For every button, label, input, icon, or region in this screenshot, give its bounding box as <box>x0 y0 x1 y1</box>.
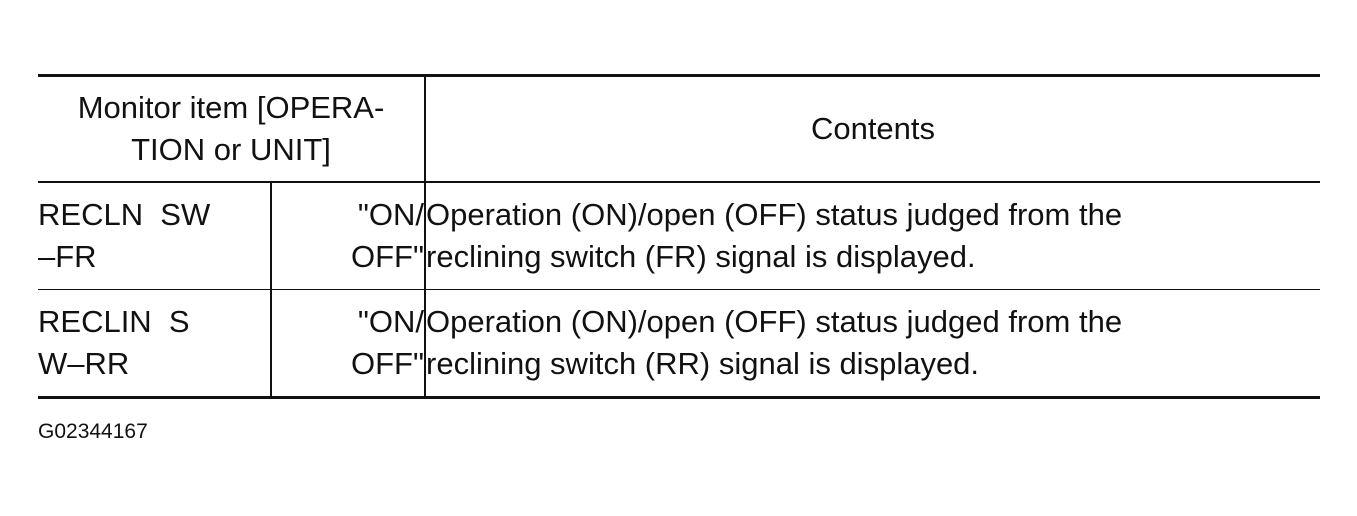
monitor-item-contents-line1: Operation (ON)/open (OFF) status judged … <box>426 197 1123 232</box>
monitor-item-contents-line1: Operation (ON)/open (OFF) status judged … <box>426 304 1123 339</box>
monitor-item-unit: "ON/ OFF" <box>271 289 426 399</box>
monitor-item-unit-line2: OFF" <box>351 346 424 381</box>
table-header-row: Monitor item [OPERA- TION or UNIT] Conte… <box>38 74 1320 183</box>
monitor-item-header-line1: Monitor item [OPERA- <box>77 90 385 125</box>
monitor-item-name: RECLIN S W–RR <box>38 289 272 399</box>
table-row: RECLIN S W–RR "ON/ OFF" Operation (ON)/o… <box>38 289 1320 399</box>
monitor-item-table: Monitor item [OPERA- TION or UNIT] Conte… <box>38 74 1320 399</box>
monitor-item-contents-line2: reclining switch (RR) signal is displaye… <box>426 346 980 381</box>
table-row: RECLN SW –FR "ON/ OFF" Operation (ON)/op… <box>38 182 1320 290</box>
monitor-item-contents: Operation (ON)/open (OFF) status judged … <box>425 182 1320 290</box>
monitor-item-name-line2: W–RR <box>38 346 130 381</box>
monitor-item-name-line1: RECLN SW <box>38 197 211 232</box>
monitor-item-name: RECLN SW –FR <box>38 182 272 290</box>
contents-header: Contents <box>425 74 1320 183</box>
monitor-item-unit-line2: OFF" <box>351 239 424 274</box>
monitor-item-unit: "ON/ OFF" <box>271 182 426 290</box>
monitor-item-name-line2: –FR <box>38 239 97 274</box>
monitor-item-contents-line2: reclining switch (FR) signal is displaye… <box>426 239 976 274</box>
monitor-item-unit-line1: "ON/ <box>357 197 424 232</box>
figure-code: G02344167 <box>38 420 148 443</box>
monitor-item-unit-line1: "ON/ <box>357 304 424 339</box>
monitor-item-name-line1: RECLIN S <box>38 304 190 339</box>
monitor-item-header-line2: TION or UNIT] <box>131 132 331 167</box>
monitor-item-header: Monitor item [OPERA- TION or UNIT] <box>38 74 426 183</box>
monitor-item-contents: Operation (ON)/open (OFF) status judged … <box>425 289 1320 399</box>
monitor-table-container: Monitor item [OPERA- TION or UNIT] Conte… <box>38 74 1320 399</box>
